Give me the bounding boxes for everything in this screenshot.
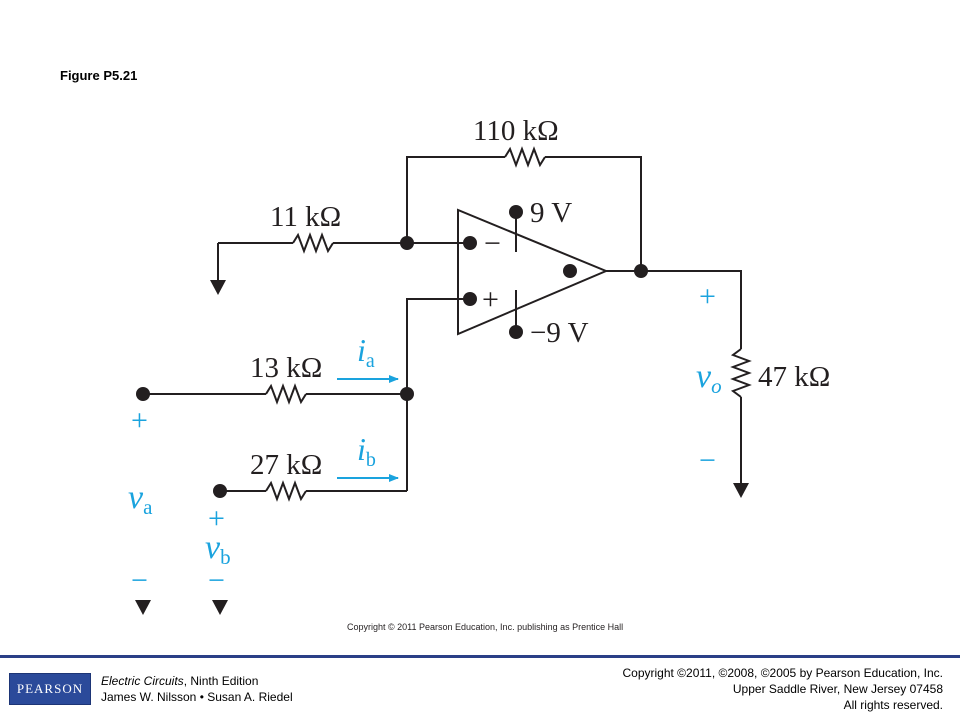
ground-arrow-vb: [212, 600, 228, 615]
label-input-plus: +: [482, 283, 499, 316]
node-output-junction: [634, 264, 648, 278]
book-edition: , Ninth Edition: [183, 674, 259, 688]
book-title: Electric Circuits: [101, 674, 184, 688]
label-supply-negative: −9 V: [530, 317, 589, 349]
pearson-logo: PEARSON: [9, 673, 91, 705]
op-amp-triangle: [457, 208, 609, 336]
figure-title: Figure P5.21: [60, 68, 138, 83]
node-inverting-input: [463, 236, 477, 250]
ground-arrow-load: [733, 483, 749, 498]
figure-copyright: Copyright © 2011 Pearson Education, Inc.…: [347, 622, 623, 632]
node-vb-terminal: [213, 484, 227, 498]
label-vo-minus: −: [699, 444, 716, 477]
label-va: va: [128, 479, 153, 519]
feedback-wire-right: [545, 156, 642, 271]
ground-arrow-inverting: [210, 280, 226, 295]
label-current-a: ia: [357, 332, 375, 372]
node-output-pin: [563, 264, 577, 278]
label-supply-positive: 9 V: [530, 197, 572, 229]
copyright-block: Copyright ©2011, ©2008, ©2005 by Pearson…: [622, 665, 943, 713]
label-input-minus: −: [484, 227, 501, 260]
node-noninverting-input: [463, 292, 477, 306]
label-vo: vo: [696, 358, 722, 398]
label-vb-minus: −: [208, 564, 225, 597]
label-vb: vb: [205, 529, 231, 569]
label-va-plus: +: [131, 404, 148, 437]
footer-divider: [0, 655, 960, 658]
node-summing-junction: [400, 387, 414, 401]
noninverting-wire: [406, 298, 470, 491]
copyright-line-3: All rights reserved.: [843, 698, 943, 712]
node-supply-negative: [509, 325, 523, 339]
label-r-load: 47 kΩ: [758, 361, 830, 393]
book-authors: James W. Nilsson • Susan A. Riedel: [101, 690, 293, 704]
label-va-minus: −: [131, 564, 148, 597]
circuit-diagram: 110 kΩ 11 kΩ 13 kΩ 27 kΩ 47 kΩ 9 V −9 V …: [128, 115, 830, 632]
copyright-line-1: Copyright ©2011, ©2008, ©2005 by Pearson…: [622, 666, 943, 680]
label-r-b: 27 kΩ: [250, 449, 322, 481]
label-r-a: 13 kΩ: [250, 352, 322, 384]
label-r-inverting: 11 kΩ: [270, 201, 341, 233]
label-vb-plus: +: [208, 502, 225, 535]
output-wire: [606, 270, 742, 349]
load-resistor: [730, 348, 752, 398]
feedback-wire: [406, 156, 505, 243]
node-supply-positive: [509, 205, 523, 219]
node-inverting-junction: [400, 236, 414, 250]
ground-arrow-va: [135, 600, 151, 615]
inverting-resistor: [292, 232, 334, 254]
label-current-b: ib: [357, 431, 376, 471]
label-vo-plus: +: [699, 280, 716, 313]
rb-resistor: [265, 480, 307, 502]
copyright-line-2: Upper Saddle River, New Jersey 07458: [732, 682, 943, 696]
node-va-terminal: [136, 387, 150, 401]
ra-resistor: [265, 383, 307, 405]
feedback-resistor: [504, 146, 546, 168]
book-info: Electric Circuits, Ninth Edition James W…: [101, 673, 293, 705]
label-r-feedback: 110 kΩ: [473, 115, 559, 147]
